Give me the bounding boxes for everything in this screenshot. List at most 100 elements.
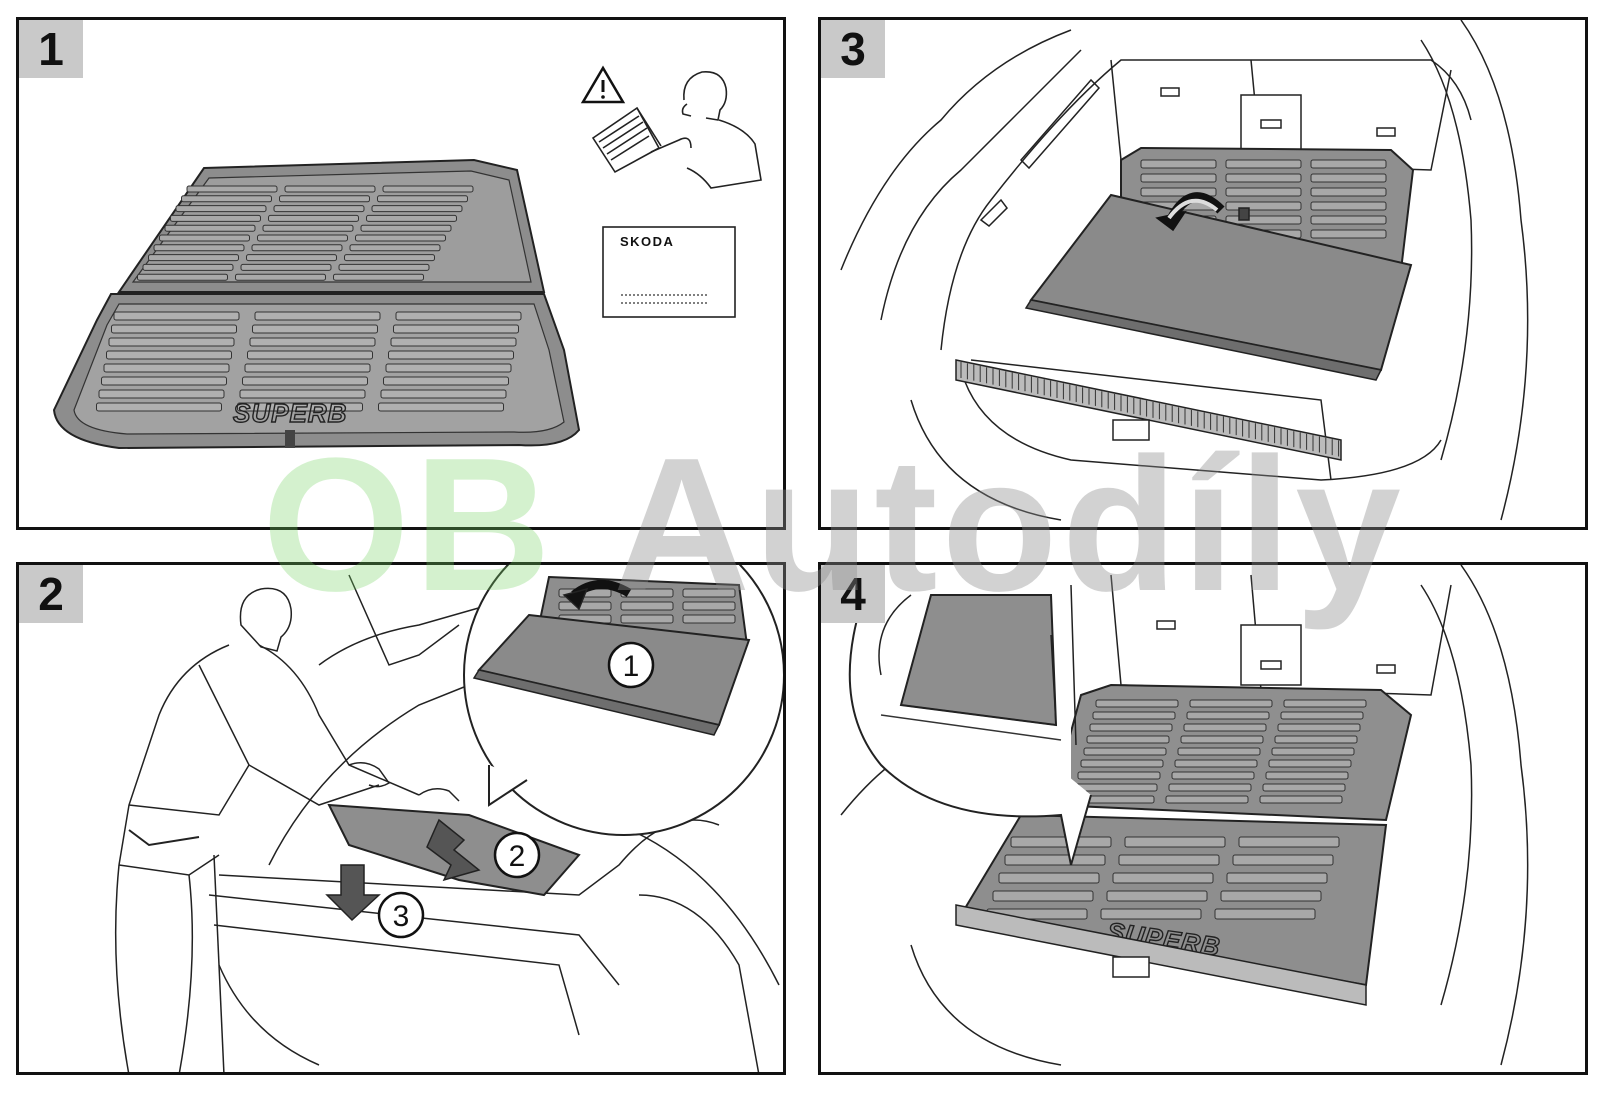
mat-rib: [349, 244, 441, 252]
mat-rib: [1165, 795, 1249, 804]
backrest-mat: [117, 158, 546, 293]
mat-rib: [175, 205, 267, 213]
svg-text:2: 2: [509, 840, 526, 873]
mat-rib: [279, 195, 370, 203]
mat-rib: [137, 273, 228, 281]
mat-rib: [239, 389, 366, 399]
mat-rib: [1140, 173, 1217, 183]
mat-rib: [1086, 735, 1170, 744]
mat-rib: [111, 324, 237, 334]
reading-manual-icon: [591, 71, 762, 189]
mat-rib: [1280, 711, 1364, 720]
mat-rib: [1310, 187, 1387, 197]
mat-rib: [247, 350, 373, 360]
mat-rib: [235, 273, 326, 281]
mat-rib: [1168, 783, 1252, 792]
mat-rib: [1089, 723, 1173, 732]
panel-step-2: 2: [16, 562, 786, 1075]
callout-3: 3: [377, 891, 425, 939]
warning-triangle-icon: [580, 65, 626, 104]
mat-rib: [1238, 836, 1340, 848]
mat-rib: [1268, 759, 1352, 768]
mat-rib: [142, 263, 234, 271]
floor-mat: SUPERB: [52, 293, 581, 450]
mat-rib: [254, 311, 381, 321]
mat-rib: [251, 244, 343, 252]
mat-rib: [186, 185, 278, 193]
panel-step-1: 1 SKODA: [16, 17, 786, 530]
mat-rib: [1274, 735, 1358, 744]
mat-rib: [380, 389, 507, 399]
mat-rib: [1118, 854, 1220, 866]
mat-rib: [395, 311, 522, 321]
mat-rib: [371, 205, 463, 213]
mat-rib: [1171, 771, 1255, 780]
mat-rib: [244, 363, 371, 373]
mat-rib: [1010, 836, 1112, 848]
step-3-illustration: [840, 20, 1529, 521]
mat-rib: [1083, 747, 1167, 756]
mat-rib: [164, 224, 256, 232]
mat-rib: [682, 614, 736, 624]
person-figure: [114, 587, 460, 1072]
mat-rib: [1225, 173, 1302, 183]
mat-rib: [338, 263, 430, 271]
mat-rib: [240, 263, 332, 271]
mat-rib: [1092, 711, 1176, 720]
down-arrow-icon: [325, 818, 481, 922]
mat-rib: [558, 601, 612, 611]
mat-rib: [383, 376, 509, 386]
mat-rib: [1177, 747, 1261, 756]
mat-rib: [998, 872, 1100, 884]
mat-rib: [1259, 795, 1343, 804]
mat-rib: [1310, 201, 1387, 211]
mat-rib: [1189, 699, 1273, 708]
mat-rib: [1074, 783, 1158, 792]
mat-rib: [355, 234, 446, 242]
callout-1: 1: [607, 641, 655, 689]
mat-rib: [1225, 187, 1302, 197]
mat-rib: [262, 224, 354, 232]
mat-rib: [159, 234, 250, 242]
mat-rib: [1277, 723, 1361, 732]
mat-rib: [1180, 735, 1264, 744]
mat-rib: [103, 363, 230, 373]
mat-rib: [101, 376, 227, 386]
mat-rib: [181, 195, 272, 203]
mat-rib: [252, 324, 378, 334]
mat-rib: [1265, 771, 1349, 780]
step-2-illustration: 1 2 3: [114, 565, 783, 1072]
mat-rib: [1124, 836, 1226, 848]
mat-rib: [148, 254, 239, 262]
mat-rib: [1310, 173, 1387, 183]
mat-rib: [382, 185, 474, 193]
mat-rib: [268, 214, 359, 222]
step-number-badge: 4: [821, 565, 885, 623]
panel-step-3: 3: [818, 17, 1588, 530]
mat-rib: [344, 254, 435, 262]
mat-rib: [992, 890, 1094, 902]
mat-rib: [1004, 854, 1106, 866]
mat-rib: [1225, 159, 1302, 169]
step-number-badge: 2: [19, 565, 83, 623]
mat-rib: [1232, 854, 1334, 866]
step-1-illustration: SKODA SUPERB: [52, 65, 762, 450]
mat-rib: [1106, 890, 1208, 902]
mat-rib: [106, 350, 232, 360]
mat-rib: [366, 214, 457, 222]
mat-rib: [378, 402, 504, 412]
mat-rib: [96, 402, 222, 412]
mat-rib: [377, 195, 468, 203]
mat-rib: [1186, 711, 1270, 720]
mat-rib: [1214, 908, 1316, 920]
mat-rib: [388, 350, 514, 360]
mat-rib: [113, 311, 240, 321]
step-4-illustration: SUPERB: [840, 565, 1529, 1066]
mat-rib: [1112, 872, 1214, 884]
mat-rib: [390, 337, 517, 347]
mat-rib: [682, 601, 736, 611]
mat-rib: [620, 601, 674, 611]
mat-rib: [98, 389, 225, 399]
mat-rib: [393, 324, 519, 334]
mat-rib: [1262, 783, 1346, 792]
